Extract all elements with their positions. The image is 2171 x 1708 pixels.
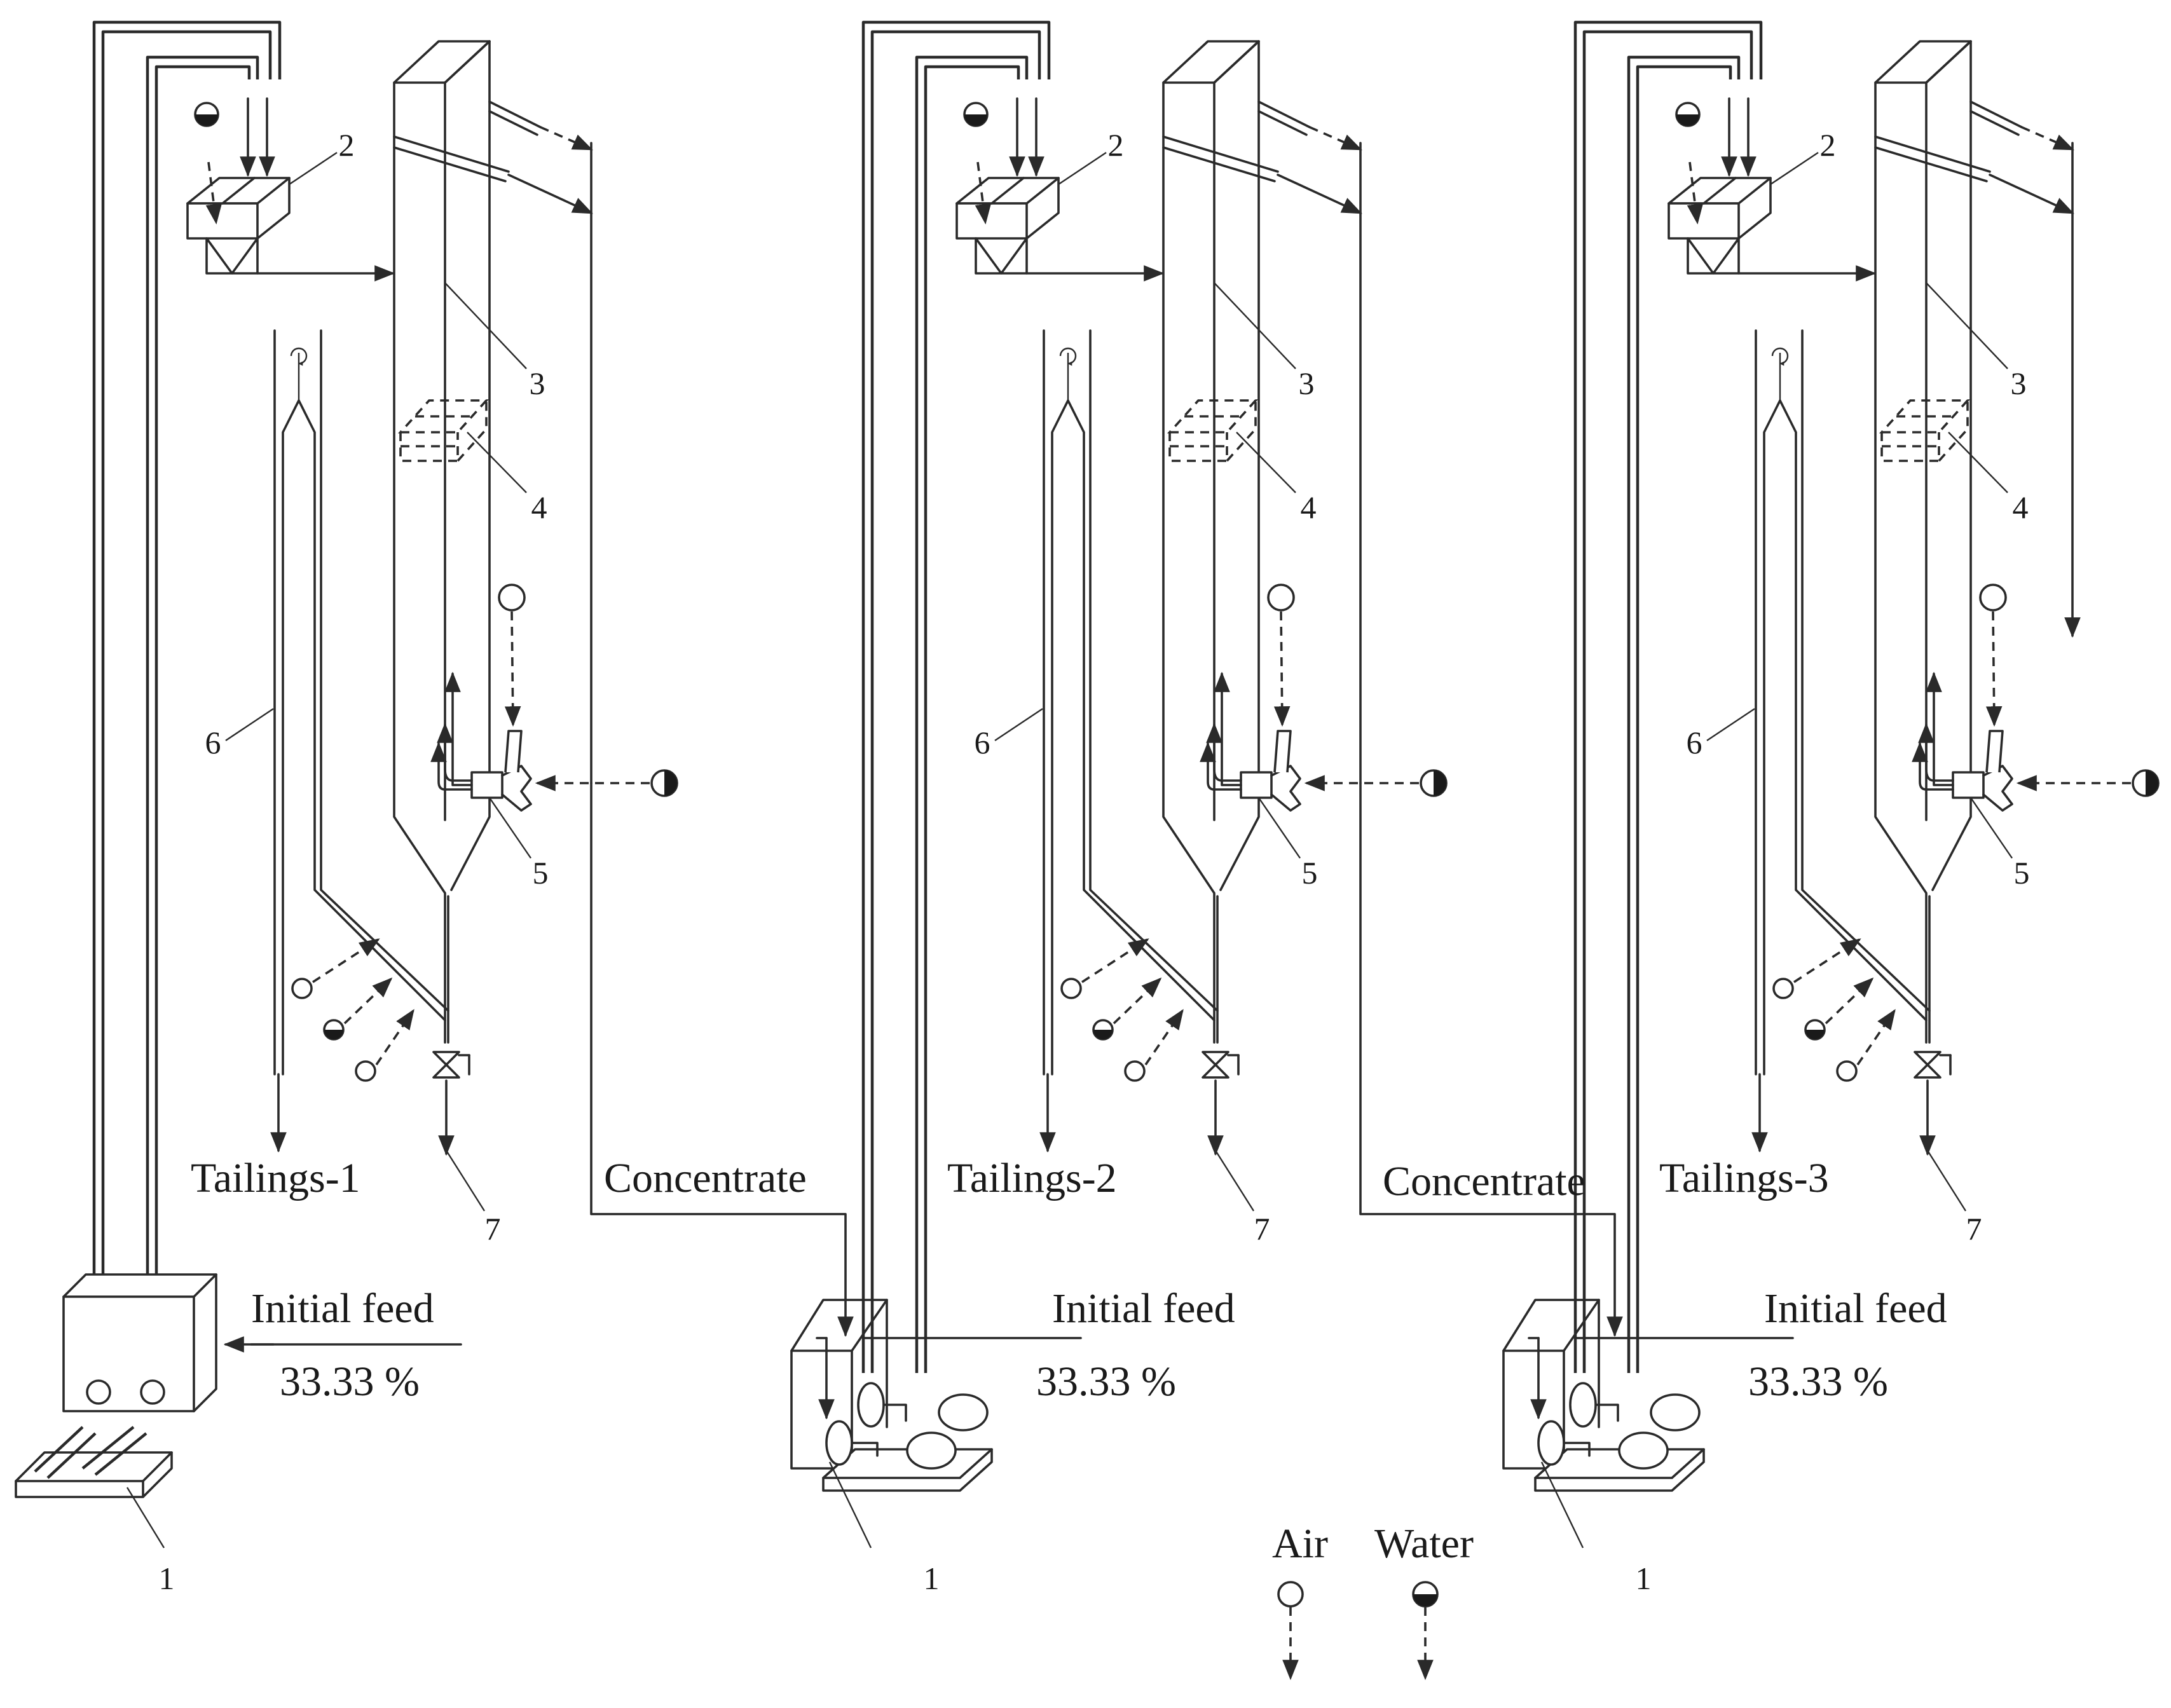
tailings-pipe: [270, 329, 449, 1153]
water-icon: [194, 102, 219, 127]
label-3: 3: [530, 366, 545, 401]
label-5: 5: [2014, 855, 2030, 891]
legend-air-label: Air: [1272, 1520, 1328, 1567]
inclined-pipe-inputs: [291, 938, 414, 1082]
label-3: 3: [1299, 366, 1315, 401]
pump-riser-pipes: [1573, 20, 1763, 1373]
feed-tank-and-pump: [1502, 1299, 1794, 1548]
feed-tank-and-pump: [790, 1299, 1082, 1548]
label-2: 2: [1820, 127, 1836, 163]
legend: Air Water: [1272, 1520, 1474, 1681]
label-6: 6: [975, 725, 990, 760]
flotation-column: [1162, 40, 1260, 1044]
concentrate-launder: [1162, 100, 1362, 214]
component-numbers: 2 3 4 5 6 7 1: [159, 127, 549, 1596]
label-4: 4: [531, 489, 547, 525]
pump-riser-pipes: [861, 20, 1051, 1373]
concentrate-line: [590, 142, 854, 1337]
label-1: 1: [159, 1561, 175, 1596]
water-icon: [963, 102, 989, 127]
label-4: 4: [2013, 489, 2029, 525]
inclined-pipe-inputs: [1060, 938, 1184, 1082]
initial-feed-label: Initial feed: [1052, 1285, 1235, 1332]
packing-element: [1879, 399, 1971, 462]
feed-percent-label: 33.33 %: [280, 1358, 420, 1405]
label-4: 4: [1301, 489, 1317, 525]
tailings-label: Tailings-3: [1659, 1155, 1829, 1201]
label-7: 7: [1966, 1211, 1982, 1247]
label-5: 5: [1302, 855, 1318, 891]
inclined-pipe-inputs: [1772, 938, 1896, 1082]
bubble-generator: [1200, 584, 1448, 812]
tailings-label: Tailings-2: [947, 1155, 1117, 1201]
feed-distributor: [1668, 97, 1877, 282]
initial-feed-label: Initial feed: [251, 1285, 434, 1332]
label-6: 6: [1687, 725, 1702, 760]
feed-distributor: [955, 97, 1165, 282]
label-7: 7: [485, 1211, 501, 1247]
legend-air-icon: [1277, 1581, 1304, 1681]
feed-percent-label: 33.33 %: [1036, 1358, 1176, 1405]
initial-feed-label: Initial feed: [1764, 1285, 1947, 1332]
label-7: 7: [1254, 1211, 1270, 1247]
concentrate-labels: Concentrate Concentrate: [604, 1155, 1585, 1205]
packing-element: [397, 399, 490, 462]
component-numbers: 2 3 4 5 6 7 1: [1636, 127, 2030, 1596]
concentrate-line: [1359, 142, 1623, 1337]
tailings-pipe: [1751, 329, 1931, 1153]
feed-percent-label: 33.33 %: [1748, 1358, 1888, 1405]
bubble-generator: [430, 584, 678, 812]
bubble-generator: [1912, 584, 2160, 812]
water-icon: [1675, 102, 1701, 127]
label-2: 2: [1108, 127, 1124, 163]
legend-water-label: Water: [1374, 1520, 1474, 1567]
label-5: 5: [533, 855, 549, 891]
component-numbers: 2 3 4 5 6 7 1: [924, 127, 1318, 1596]
feed-tank-and-pump: [15, 1273, 462, 1548]
tailings-valve: [1914, 1051, 1952, 1156]
flotation-column: [393, 40, 491, 1044]
flotation-column: [1874, 40, 1972, 1044]
tailings-valve: [1202, 1051, 1240, 1156]
label-6: 6: [205, 725, 221, 760]
tailings-pipe: [1039, 329, 1219, 1153]
concentrate-label-1: Concentrate: [604, 1155, 807, 1201]
feed-distributor: [186, 97, 395, 282]
label-2: 2: [339, 127, 355, 163]
tailings-valve: [432, 1051, 470, 1156]
legend-water-icon: [1412, 1581, 1439, 1681]
concentrate-launder: [393, 100, 593, 214]
pump-riser-pipes: [92, 20, 282, 1373]
label-1: 1: [924, 1561, 940, 1596]
packing-element: [1167, 399, 1259, 462]
tailings-label: Tailings-1: [191, 1155, 360, 1201]
concentrate-label-2: Concentrate: [1383, 1158, 1585, 1205]
concentrate-launder: [1874, 100, 2074, 214]
label-1: 1: [1636, 1561, 1652, 1596]
label-3: 3: [2011, 366, 2027, 401]
